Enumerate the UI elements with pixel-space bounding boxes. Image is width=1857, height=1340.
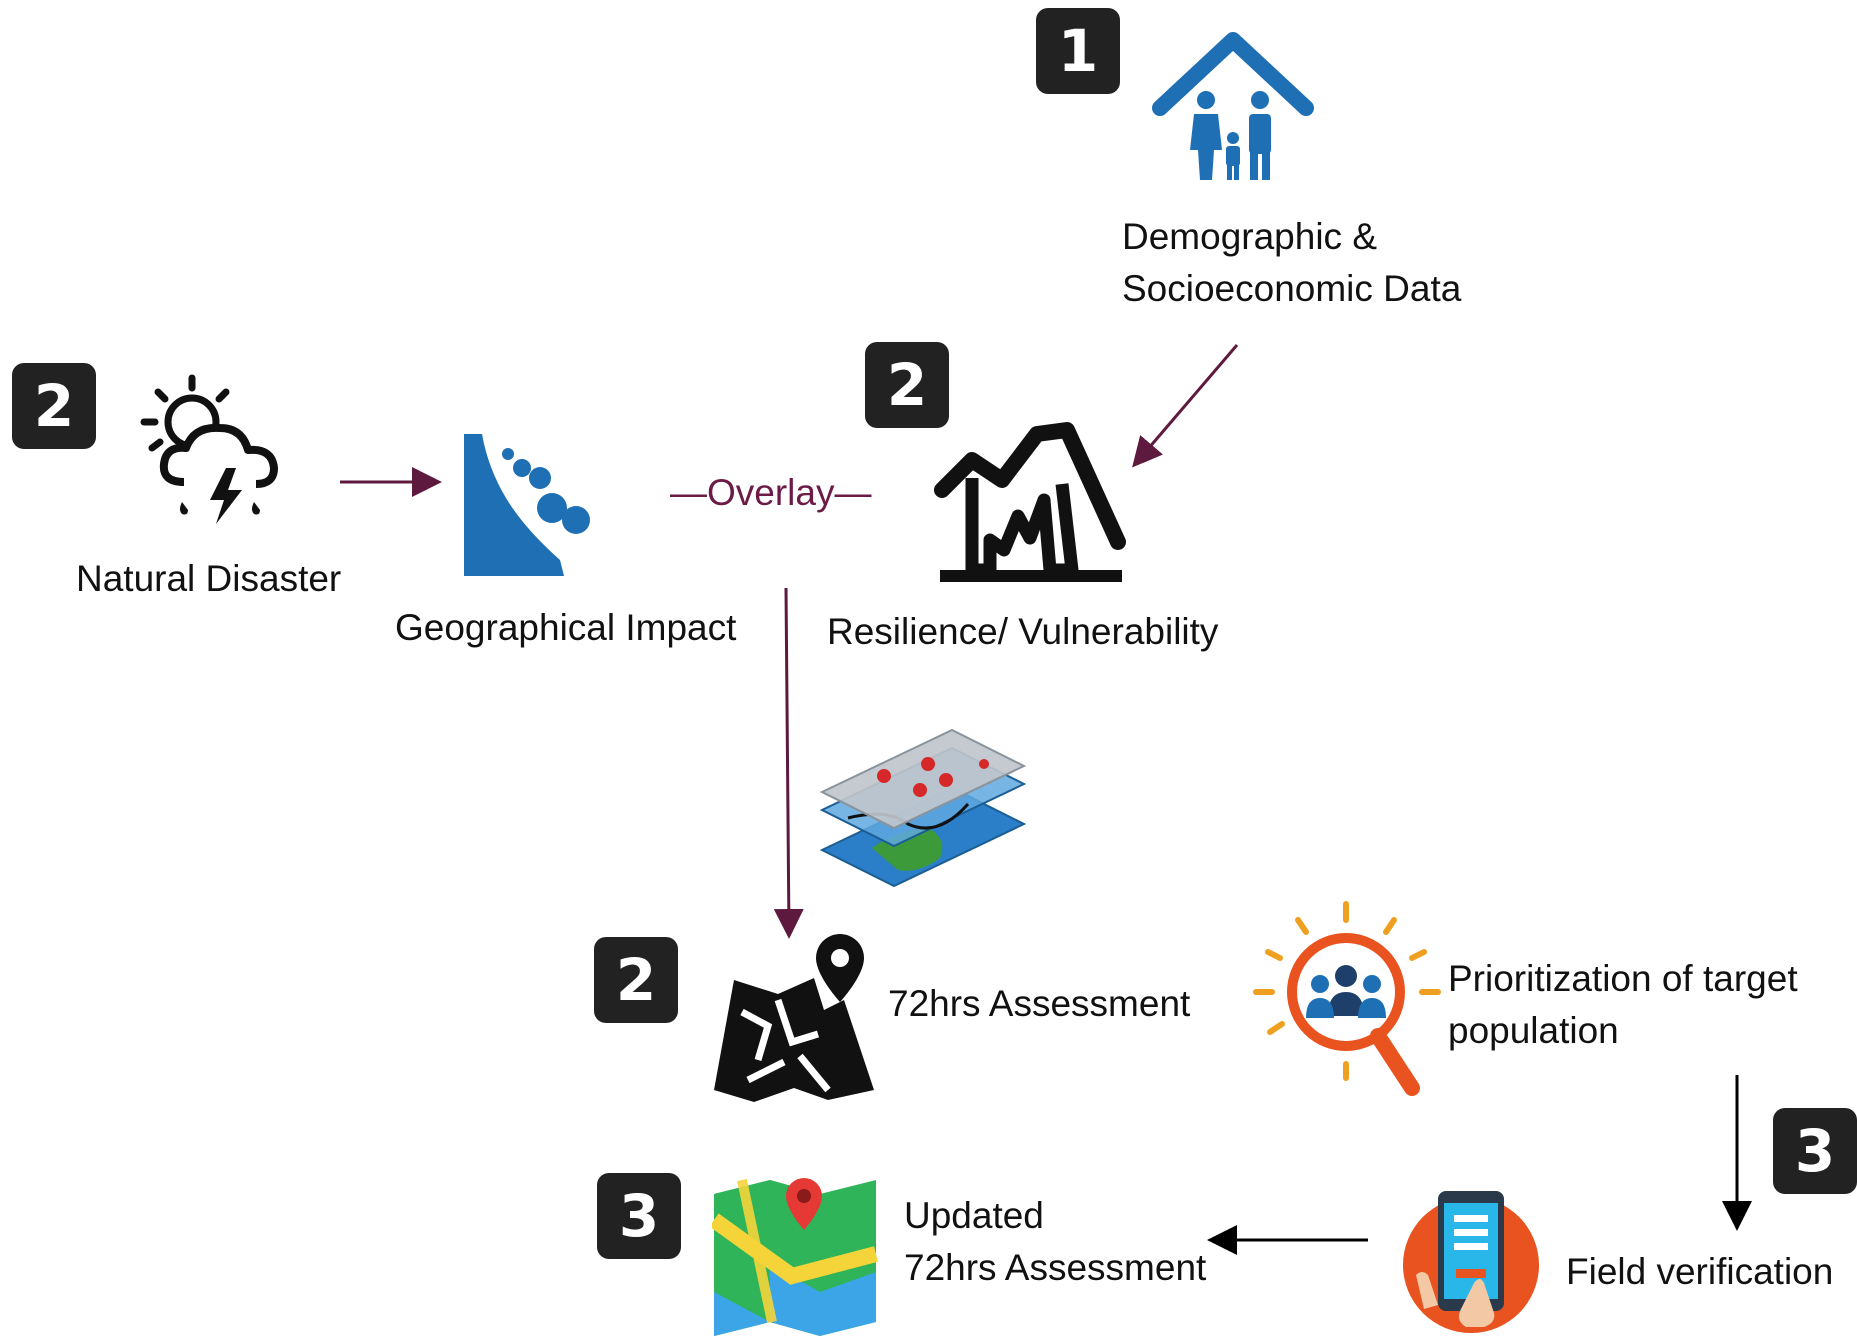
gis-layers-icon: [819, 728, 1027, 888]
updated-label-line1: Updated: [904, 1195, 1044, 1236]
arrow-demographic-to-resilience: [1132, 344, 1239, 468]
step-badge-demographic: 1: [1036, 8, 1120, 94]
updated-label-line2: 72hrs Assessment: [904, 1247, 1207, 1288]
step-badge-updated-assessment: 3: [597, 1173, 681, 1259]
overlay-label: —Overlay—: [670, 472, 872, 513]
demographic-label-line1: Demographic &: [1122, 216, 1378, 257]
natural-disaster-label: Natural Disaster: [76, 558, 342, 599]
map-pin-icon: [714, 934, 874, 1102]
prioritization-label-line2: population: [1448, 1010, 1619, 1051]
step-badge-natural-disaster: 2: [12, 363, 96, 449]
arrow-overlay-to-assessment: [773, 587, 804, 939]
resilience-label: Resilience/ Vulnerability: [827, 611, 1219, 652]
google-map-icon: [712, 1178, 878, 1336]
field-verification-label: Field verification: [1566, 1251, 1834, 1292]
step-badge-assessment: 2: [594, 937, 678, 1023]
prioritization-label-line1: Prioritization of target: [1448, 958, 1798, 999]
damaged-house-icon: [934, 422, 1126, 582]
step-badge-resilience: 2: [865, 342, 949, 428]
landslide-icon: [464, 434, 590, 576]
geographical-impact-label: Geographical Impact: [395, 607, 737, 648]
storm-weather-icon: [140, 374, 278, 524]
step-badge-field-verification: 3: [1773, 1108, 1857, 1194]
demographic-label-line2: Socioeconomic Data: [1122, 268, 1462, 309]
magnifier-people-icon: [1253, 901, 1441, 1096]
assessment-72-label: 72hrs Assessment: [888, 983, 1191, 1024]
family-house-icon: [1152, 32, 1314, 180]
tablet-register-icon: [1403, 1191, 1539, 1333]
